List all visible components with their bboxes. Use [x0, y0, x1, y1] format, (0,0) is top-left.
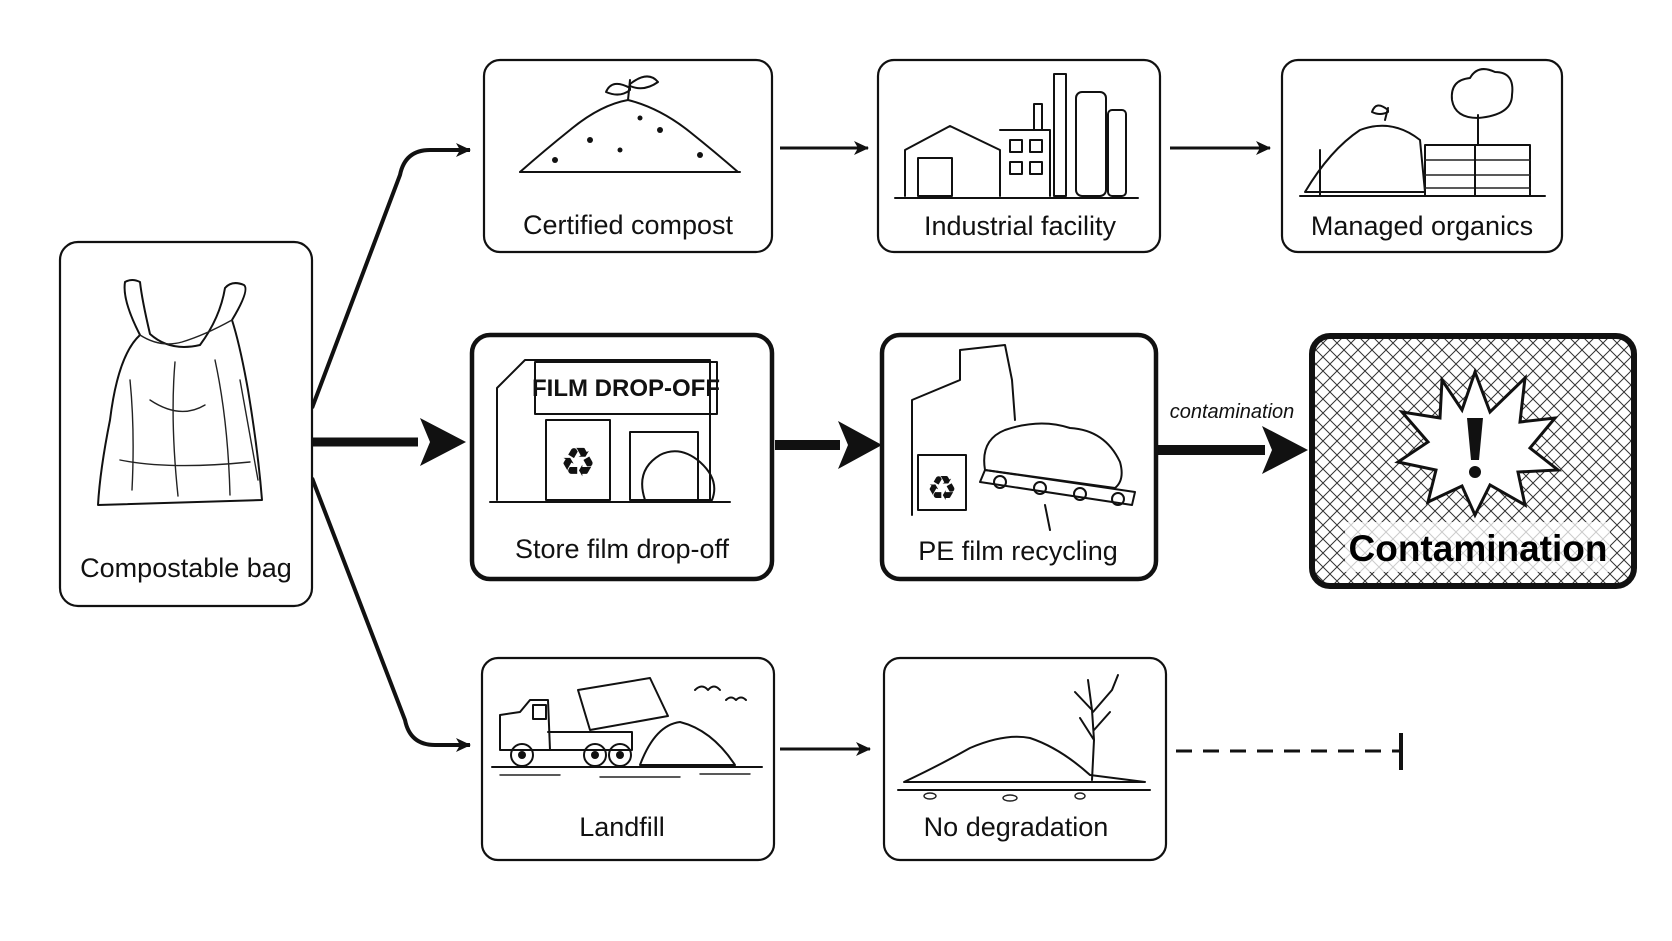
node-label-store-dropoff: Store film drop-off	[515, 534, 730, 564]
warning-burst-icon	[1394, 367, 1563, 519]
factory-icon	[894, 73, 1139, 199]
dump-truck-icon	[491, 677, 763, 778]
edge-bag-to-compost	[310, 143, 471, 409]
node-store-dropoff: FILM DROP-OFF ♻ Store film drop-off	[469, 332, 775, 582]
recycling-machine-icon: ♻	[911, 344, 1136, 531]
node-managed-organics: Managed organics	[1280, 58, 1564, 254]
edges: contamination	[310, 141, 1403, 770]
edge-store-to-recycling-head	[838, 421, 882, 469]
plastic-bag-icon	[97, 279, 263, 506]
node-contamination: Contamination	[1309, 333, 1637, 589]
edge-recycling-to-contamination-head	[1262, 426, 1308, 474]
store-building-icon: FILM DROP-OFF ♻	[489, 359, 731, 503]
node-label-contamination: Contamination	[1349, 528, 1608, 569]
compost-pile-icon	[519, 75, 741, 173]
node-compostable-bag: Compostable bag	[58, 240, 314, 608]
recycle-icon: ♻	[560, 441, 596, 485]
node-label-landfill: Landfill	[579, 812, 665, 842]
node-label-managed-organics: Managed organics	[1311, 211, 1533, 241]
node-label-certified-compost: Certified compost	[523, 210, 734, 240]
compost-bin-icon	[1299, 68, 1546, 197]
node-no-degradation: No degradation	[882, 656, 1168, 862]
edge-label-contamination: contamination	[1170, 401, 1295, 423]
node-label-bag: Compostable bag	[80, 553, 292, 583]
recycle-icon-machine: ♻	[927, 470, 957, 508]
store-sign: FILM DROP-OFF	[532, 375, 720, 402]
node-label-industrial-facility: Industrial facility	[924, 211, 1117, 241]
dead-tree-mound-icon	[897, 674, 1151, 802]
node-landfill: Landfill	[480, 656, 776, 862]
edge-bag-to-store-head	[420, 418, 466, 466]
node-certified-compost: Certified compost	[482, 58, 774, 254]
node-industrial-facility: Industrial facility	[876, 58, 1162, 254]
edge-bag-to-landfill	[310, 477, 471, 752]
node-label-no-degradation: No degradation	[924, 812, 1109, 842]
node-label-pe-recycling: PE film recycling	[918, 536, 1118, 566]
node-pe-recycling: ♻ PE film recycling	[879, 332, 1159, 582]
